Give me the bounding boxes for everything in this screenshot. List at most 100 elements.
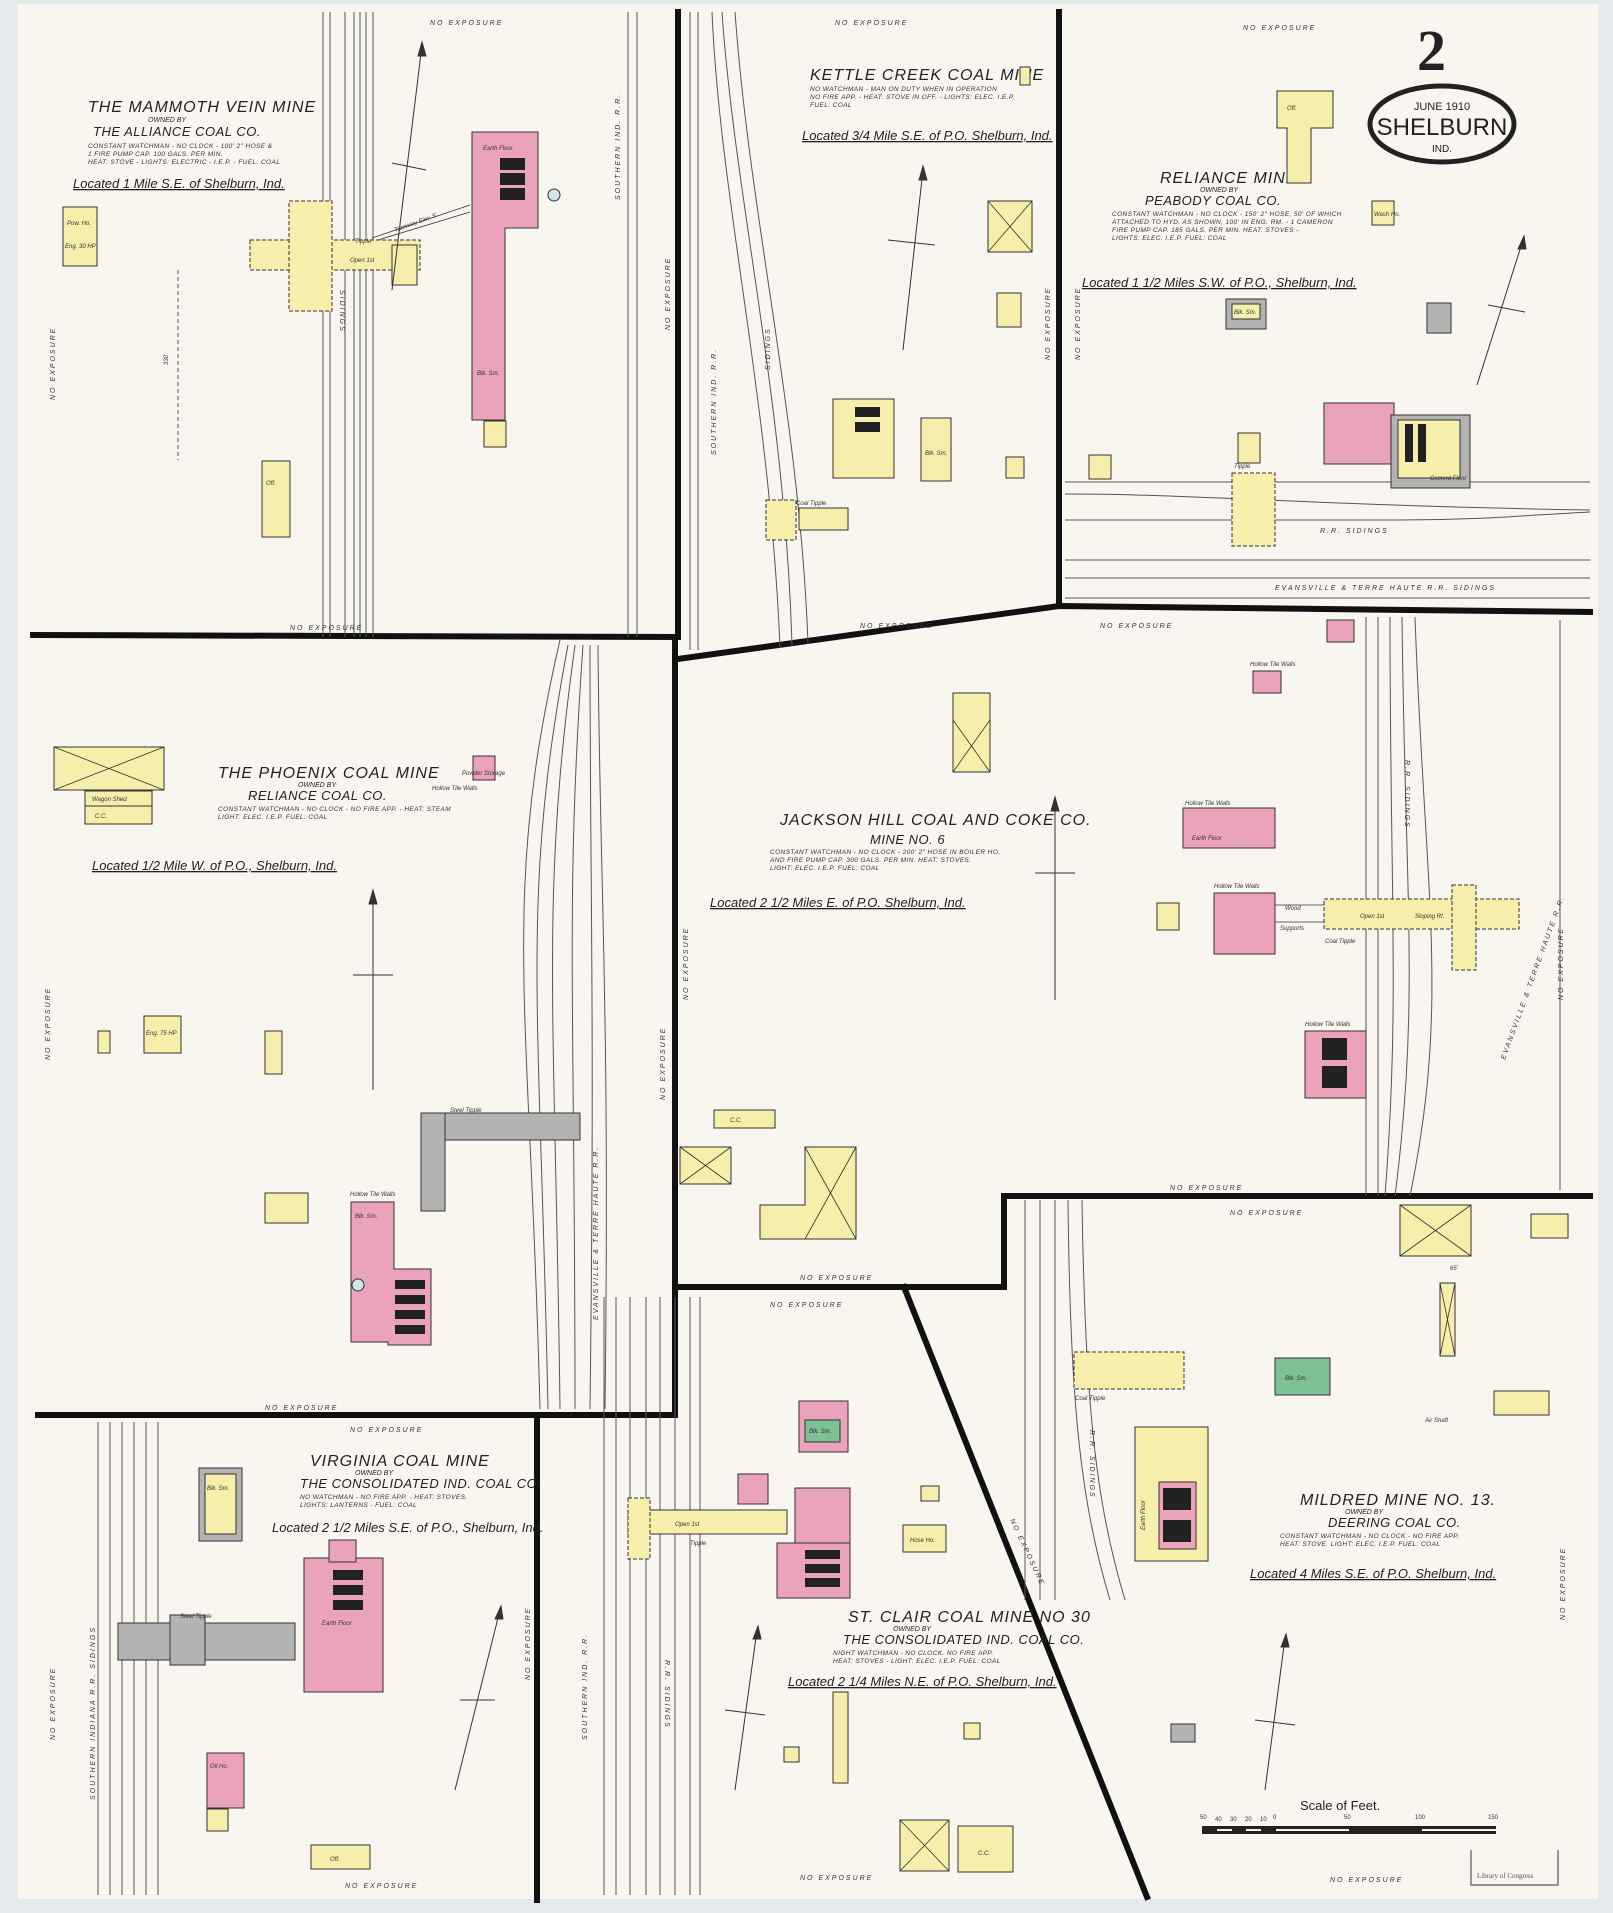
sidings-label: R.R. Sidings — [663, 1660, 670, 1729]
building-tipple — [1231, 472, 1276, 547]
building — [737, 1473, 769, 1505]
no-exposure-label: No Exposure — [1045, 287, 1052, 360]
mine-title: Mildred Mine No. 13. — [1300, 1492, 1496, 1509]
building-blacksmith — [920, 417, 952, 482]
building — [1005, 456, 1025, 479]
mine-note: Light: elec. I.E.P. Fuel: coal — [218, 814, 328, 821]
mine-number: Mine No. 6 — [870, 832, 945, 847]
tipple-label: Coal Tipple — [796, 501, 827, 507]
mine-location: Located 1/2 Mile W. of P.O., Shelburn, I… — [92, 858, 337, 873]
building-tipple-tower — [627, 1497, 651, 1560]
scale-tick: 10 — [1260, 1817, 1267, 1823]
mine-owned-by: Owned by — [1200, 187, 1239, 194]
building-tipple — [627, 1509, 788, 1535]
building — [143, 1015, 182, 1054]
mine-owned-by: Owned by — [893, 1626, 932, 1633]
mine-location: Located 2 1/2 Miles S.E. of P.O., Shelbu… — [272, 1520, 543, 1535]
building-label: Wood — [1285, 906, 1301, 912]
mine-title: The Phoenix Coal Mine — [218, 765, 440, 782]
mine-note: Light: elec. I.E.P. Fuel: coal — [770, 865, 880, 872]
building — [483, 420, 507, 448]
sidings-label: Sidings — [765, 327, 772, 370]
mine-note: No watchman - man on duty when in operat… — [810, 86, 997, 93]
no-exposure-label: No Exposure — [835, 20, 908, 27]
no-exposure-label: No Exposure — [1075, 287, 1082, 360]
mine-owned-by: Owned by — [1345, 1509, 1384, 1516]
building-engine-house — [471, 131, 539, 421]
north-arrow-icon — [1035, 795, 1075, 1000]
building-label: Supports — [1280, 926, 1304, 932]
building-blacksmith — [1274, 1357, 1331, 1396]
building-tipple — [765, 499, 797, 541]
sheet-date: June 1910 — [1414, 101, 1470, 113]
building-label: Earth Floor — [322, 1621, 353, 1627]
building-powder-storage — [472, 755, 496, 781]
mine-location: Located 1 1/2 Miles S.W. of P.O., Shelbu… — [1082, 275, 1357, 290]
no-exposure-label: No Exposure — [660, 1027, 667, 1100]
mine-note: attached to hyd. as shown, 100' in eng. … — [1111, 219, 1333, 226]
north-arrow-icon — [391, 40, 427, 291]
mine-note: No fire app. - Heat: stove in off. - Lig… — [810, 94, 1015, 101]
building-cc — [713, 1109, 776, 1129]
building-label: Powder Storage — [462, 771, 506, 777]
mine-block-phoenix: The Phoenix Coal Mine Owned by Reliance … — [92, 765, 451, 873]
north-arrow-icon — [724, 1624, 766, 1791]
building — [996, 292, 1022, 328]
mine-owner: Deering Coal Co. — [1328, 1515, 1461, 1530]
north-arrow-icon — [353, 888, 393, 1090]
building-label: Wash Ho. — [1374, 212, 1400, 218]
title-oval — [1367, 83, 1517, 165]
building-oil-house — [264, 1030, 283, 1075]
north-arrow-icon — [1254, 1632, 1296, 1791]
mine-location: Located 1 Mile S.E. of Shelburn, Ind. — [73, 176, 285, 191]
building-powder-storage — [1019, 66, 1031, 86]
building-engine-house — [794, 1487, 851, 1550]
mine-note: Constant watchman - No clock - No fire a… — [1280, 1533, 1459, 1540]
building-label: Blk. Sm. — [925, 451, 947, 457]
building-label: Hollow Tile Walls — [1250, 662, 1296, 668]
no-exposure-label: No Exposure — [525, 1607, 532, 1680]
scale-tick: 100 — [1415, 1815, 1426, 1821]
building-office — [310, 1844, 371, 1870]
tipple-label: Tipple — [355, 239, 372, 245]
mine-title: Kettle Creek Coal Mine — [810, 67, 1044, 84]
mine-owner: The Consolidated Ind. Coal Co. — [843, 1632, 1084, 1647]
mine-note: No watchman - No fire app. - Heat: stove… — [300, 1494, 468, 1501]
no-exposure-label: No Exposure — [50, 327, 57, 400]
building-engine-house — [1323, 402, 1395, 465]
building-label: Eng. 30 HP — [65, 244, 96, 250]
scale-tick: 150 — [1488, 1815, 1499, 1821]
no-exposure-label: No Exposure — [1243, 25, 1316, 32]
sheet-number: 2 — [1417, 18, 1446, 83]
building-label: C.C. — [978, 1851, 990, 1857]
no-exposure-label: No Exposure — [860, 623, 933, 630]
building-label: Blk. Sm. — [1285, 1376, 1307, 1382]
mine-owner: The Consolidated Ind. Coal Co. — [300, 1476, 541, 1491]
scale-tick: 50 — [1344, 1815, 1351, 1821]
mine-title: St. Clair Coal Mine No 30 — [848, 1609, 1091, 1626]
building — [832, 1691, 849, 1784]
building-label: Hose Ho. — [910, 1538, 935, 1544]
mine-block-mammoth: The Mammoth Vein Mine Owned by The Allia… — [73, 99, 315, 191]
building — [952, 692, 991, 773]
building-label: Oil Ho. — [210, 1764, 228, 1770]
building-engine-house — [350, 1201, 432, 1346]
no-exposure-label: No Exposure — [265, 1405, 338, 1412]
mine-note: fire pump cap. 185 gals. per min. Heat: … — [1112, 227, 1299, 234]
building-powder-house — [62, 206, 98, 267]
building — [920, 1485, 940, 1502]
no-exposure-label: No Exposure — [1560, 1547, 1567, 1620]
mine-note: Lights: elec. I.E.P. Fuel: coal — [1112, 235, 1227, 242]
building — [1530, 1213, 1569, 1239]
building-office — [1276, 90, 1334, 184]
sidings-label: Sidings — [338, 290, 345, 333]
scale-tick: 30 — [1230, 1817, 1237, 1823]
railroad-label: Southern Ind. R.R. — [615, 93, 622, 200]
building-label: Hollow Tile Walls — [1305, 1022, 1351, 1028]
scale-tick: 50 — [1200, 1815, 1207, 1821]
no-exposure-label: No Exposure — [1330, 1877, 1403, 1884]
building — [391, 244, 418, 286]
mine-owner: The Alliance Coal Co. — [93, 124, 261, 139]
scale-title: Scale of Feet. — [1300, 1798, 1380, 1813]
building-label: C.C. — [95, 814, 107, 820]
